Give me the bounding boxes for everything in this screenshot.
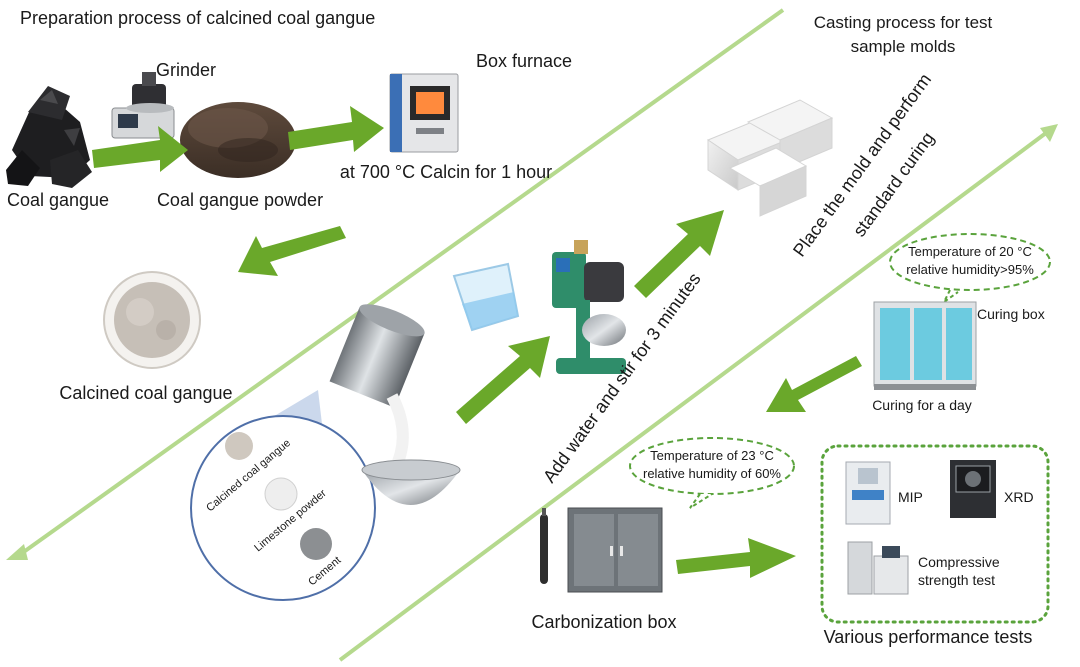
diagonal-line-upper xyxy=(16,8,785,558)
arrow-to-tests xyxy=(676,538,796,578)
curing-box-image xyxy=(873,301,977,390)
pouring-bucket-image xyxy=(329,304,425,465)
label-compressive-1: Compressive xyxy=(918,554,1000,570)
label-box-furnace: Box furnace xyxy=(476,51,572,71)
coal-gangue-powder-image xyxy=(180,102,296,178)
diagonal-line-lower xyxy=(338,128,1052,662)
performance-tests-frame xyxy=(820,444,1050,624)
carbonization-condition-line-1: Temperature of 23 °C xyxy=(650,448,774,463)
mip-image xyxy=(845,461,891,525)
test-sample-molds-image xyxy=(706,99,834,217)
curing-condition-bubble: Temperature of 20 °C relative humidity>9… xyxy=(889,233,1051,303)
label-curing-day: Curing for a day xyxy=(872,397,972,413)
carbonization-box-image xyxy=(540,507,663,593)
arrow-to-calcined xyxy=(238,226,346,276)
flow-arrows xyxy=(92,106,862,578)
diagonal-arrowhead-left xyxy=(6,544,28,560)
mixing-bowl-image xyxy=(361,459,461,505)
diagonal-arrowhead-right xyxy=(1040,124,1058,142)
xrd-image xyxy=(950,460,996,518)
arrow-coal-to-powder xyxy=(92,126,188,172)
label-coal-gangue: Coal gangue xyxy=(7,190,109,210)
label-mip: MIP xyxy=(898,489,923,505)
diagonal-divider-lines xyxy=(6,8,1058,662)
mortar-mixer-image xyxy=(552,240,626,374)
raw-materials-panel: Calcined coal gangue Limestone powder Ce… xyxy=(190,390,376,601)
arrow-to-mixer xyxy=(456,336,550,424)
arrow-to-molds xyxy=(634,210,724,298)
water-beaker-image xyxy=(452,262,520,332)
section-title-casting-1: Casting process for test xyxy=(814,13,993,32)
curing-condition-line-1: Temperature of 20 °C xyxy=(908,244,1032,259)
label-carbonization-box: Carbonization box xyxy=(531,612,676,632)
label-grinder: Grinder xyxy=(156,60,216,80)
grinder-image xyxy=(111,72,175,139)
carbonization-condition-bubble: Temperature of 23 °C relative humidity o… xyxy=(629,437,795,509)
label-performance-tests: Various performance tests xyxy=(824,627,1033,647)
coal-gangue-image xyxy=(6,86,92,188)
carbonization-condition-line-2: relative humidity of 60% xyxy=(643,466,781,481)
label-calcin-condition: at 700 °C Calcin for 1 hour xyxy=(340,162,552,182)
box-furnace-image xyxy=(389,73,459,153)
curing-condition-line-2: relative humidity>95% xyxy=(906,262,1034,277)
limestone-sample-image xyxy=(264,477,298,511)
label-compressive-2: strength test xyxy=(918,572,995,588)
cement-sample-image xyxy=(300,528,332,560)
section-title-casting-2: sample molds xyxy=(851,37,956,56)
calcined-sample-image xyxy=(225,432,253,460)
label-calcined-coal-gangue: Calcined coal gangue xyxy=(59,383,232,403)
calcined-coal-gangue-image xyxy=(103,271,201,369)
arrow-curing-to-carbonization xyxy=(766,356,862,412)
compressive-tester-image xyxy=(847,541,909,595)
label-curing-box: Curing box xyxy=(977,306,1045,322)
label-xrd: XRD xyxy=(1004,489,1034,505)
label-coal-gangue-powder: Coal gangue powder xyxy=(157,190,323,210)
section-title-preparation: Preparation process of calcined coal gan… xyxy=(20,8,375,28)
arrow-powder-to-furnace xyxy=(288,106,384,152)
